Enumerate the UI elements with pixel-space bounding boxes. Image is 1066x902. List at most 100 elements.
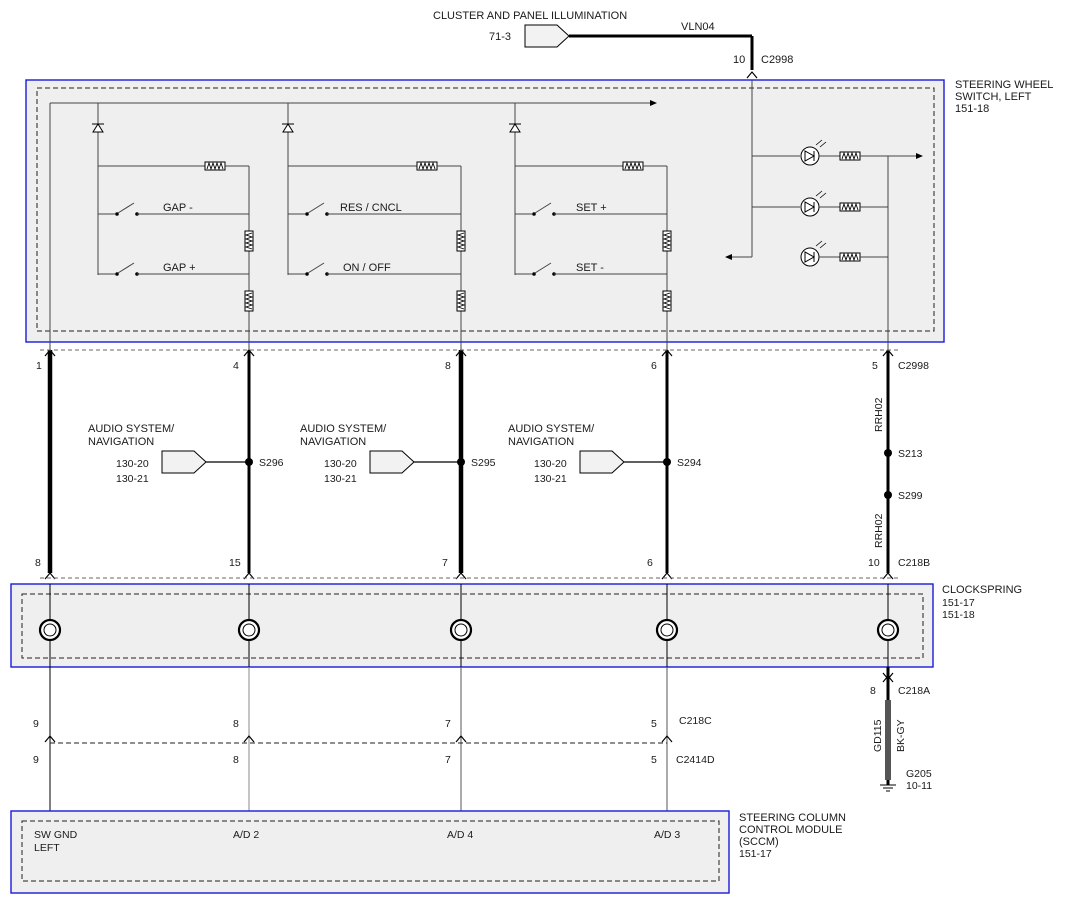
clockspring-coil-icon xyxy=(38,618,62,642)
switch-internal-wiring xyxy=(49,80,923,350)
audio-tap-1[interactable]: AUDIO SYSTEM/ NAVIGATION 130-20 130-21 S… xyxy=(88,423,284,485)
ground-circuit: 8 C218A GD115 BK-GY G205 10-11 xyxy=(870,667,932,792)
splice-icon xyxy=(245,458,253,466)
pin-label: 8 xyxy=(233,718,239,730)
splice-label: S294 xyxy=(677,457,702,469)
pin-label: 8 xyxy=(870,685,876,697)
splice-label: S295 xyxy=(471,457,496,469)
ground-ref: 10-11 xyxy=(906,780,932,792)
clockspring-ref: 151-17 xyxy=(942,597,975,609)
sccm-terminal: SW GND xyxy=(34,829,78,841)
feed-pin: 10 xyxy=(733,54,745,66)
clockspring-module[interactable]: CLOCKSPRING 151-17 151-18 xyxy=(10,583,1022,668)
splice-label: S296 xyxy=(259,457,284,469)
pin-label: 15 xyxy=(229,557,241,569)
pin-label: 10 xyxy=(868,557,880,569)
svg-text:130-21: 130-21 xyxy=(534,473,567,485)
sccm-module[interactable]: SW GND LEFT A/D 2 A/D 4 A/D 3 STEERING C… xyxy=(10,810,846,894)
feed-circuit: VLN04 xyxy=(681,21,715,33)
svg-text:130-21: 130-21 xyxy=(324,473,357,485)
svg-text:130-20: 130-20 xyxy=(116,458,149,470)
switch-label-res-cncl: RES / CNCL xyxy=(340,202,402,214)
clockspring-upper-pins: 8 15 7 6 10 C218B xyxy=(35,557,930,580)
pin-label: 5 xyxy=(872,360,878,372)
svg-text:AUDIO SYSTEM/: AUDIO SYSTEM/ xyxy=(508,423,595,435)
feed-connector-icon[interactable] xyxy=(524,24,570,48)
pin-label: 1 xyxy=(36,360,42,372)
splice-label: S299 xyxy=(898,490,923,502)
sccm-terminal-line2: LEFT xyxy=(34,842,60,854)
switch-label-on-off: ON / OFF xyxy=(343,262,391,274)
clockspring-name: CLOCKSPRING xyxy=(942,584,1022,596)
svg-text:130-21: 130-21 xyxy=(116,473,149,485)
switch-labels: GAP - GAP + RES / CNCL ON / OFF SET + SE… xyxy=(163,202,607,274)
led-icon xyxy=(800,190,827,217)
right-splices: S213 S299 xyxy=(884,448,923,502)
circuit-label-gd115: GD115 xyxy=(872,719,884,752)
splice-icon xyxy=(663,458,671,466)
steering-wheel-switch-module[interactable]: STEERING WHEEL SWITCH, LEFT 151-18 xyxy=(25,79,1053,343)
clockspring-coil-icon xyxy=(655,618,679,642)
feed-ref: 71-3 xyxy=(489,31,511,43)
switch-module-name-line1: STEERING WHEEL xyxy=(955,79,1053,91)
splice-icon xyxy=(884,449,892,457)
led-icon xyxy=(800,139,827,166)
sccm-name-line3: (SCCM) xyxy=(739,836,779,848)
sccm-terminal: A/D 3 xyxy=(654,829,680,841)
splice-icon xyxy=(457,458,465,466)
switch-label-set-plus: SET + xyxy=(576,202,607,214)
connector-label-c2998: C2998 xyxy=(898,360,929,372)
switch-label-gap-plus: GAP + xyxy=(163,262,196,274)
pin-label: 7 xyxy=(442,557,448,569)
svg-text:AUDIO SYSTEM/: AUDIO SYSTEM/ xyxy=(88,423,175,435)
switch-label-gap-minus: GAP - xyxy=(163,202,193,214)
switch-label-set-minus: SET - xyxy=(576,262,604,274)
svg-text:130-20: 130-20 xyxy=(324,458,357,470)
splice-icon xyxy=(884,491,892,499)
splice-label: S213 xyxy=(898,448,923,460)
wire-color-label: BK-GY xyxy=(895,719,907,752)
switch-module-name-line2: SWITCH, LEFT xyxy=(955,91,1032,103)
pin-label: 8 xyxy=(233,754,239,766)
audio-tap-2[interactable]: AUDIO SYSTEM/ NAVIGATION 130-20 130-21 S… xyxy=(300,423,496,485)
connector-label-c2414d: C2414D xyxy=(676,754,715,766)
svg-text:NAVIGATION: NAVIGATION xyxy=(300,436,366,448)
connector-label-c218b: C218B xyxy=(898,557,930,569)
clockspring-coil-icon xyxy=(449,618,473,642)
audio-tap-3[interactable]: AUDIO SYSTEM/ NAVIGATION 130-20 130-21 S… xyxy=(508,423,702,485)
pin-label: 5 xyxy=(651,718,657,730)
pin-label: 8 xyxy=(35,557,41,569)
audio-connector-icon[interactable] xyxy=(579,450,625,474)
pin-label: 6 xyxy=(651,360,657,372)
pin-label: 8 xyxy=(445,360,451,372)
feed-pin-arrow-icon xyxy=(746,71,758,79)
svg-text:NAVIGATION: NAVIGATION xyxy=(88,436,154,448)
pin-label: 4 xyxy=(233,360,239,372)
clockspring-coil-icon xyxy=(876,618,900,642)
circuit-label-rrh02: RRH02 xyxy=(873,513,885,548)
clockspring-coil-icon xyxy=(237,618,261,642)
svg-text:AUDIO SYSTEM/: AUDIO SYSTEM/ xyxy=(300,423,387,435)
sccm-terminal: A/D 4 xyxy=(447,829,473,841)
pin-label: 6 xyxy=(647,557,653,569)
connector-label-c218a: C218A xyxy=(898,685,930,697)
harness-lower: 9 8 7 5 C218C 9 8 7 5 C2414D xyxy=(33,667,715,812)
svg-text:130-20: 130-20 xyxy=(534,458,567,470)
pin-label: 9 xyxy=(33,718,39,730)
circuit-label-rrh02: RRH02 xyxy=(873,397,885,432)
ground-label: G205 xyxy=(906,768,932,780)
pin-label: 7 xyxy=(445,718,451,730)
audio-connector-icon[interactable] xyxy=(369,450,415,474)
audio-connector-icon[interactable] xyxy=(161,450,207,474)
pin-label: 9 xyxy=(33,754,39,766)
pin-label: 5 xyxy=(651,754,657,766)
illumination-feed: CLUSTER AND PANEL ILLUMINATION 71-3 VLN0… xyxy=(433,10,793,79)
ground-icon xyxy=(880,784,896,792)
sccm-name-line1: STEERING COLUMN xyxy=(739,812,846,824)
pin-label: 7 xyxy=(445,754,451,766)
clockspring-ref: 151-18 xyxy=(942,609,975,621)
switch-module-ref: 151-18 xyxy=(955,103,989,115)
sccm-terminal: A/D 2 xyxy=(233,829,259,841)
connector-label-c218c: C218C xyxy=(679,715,712,727)
